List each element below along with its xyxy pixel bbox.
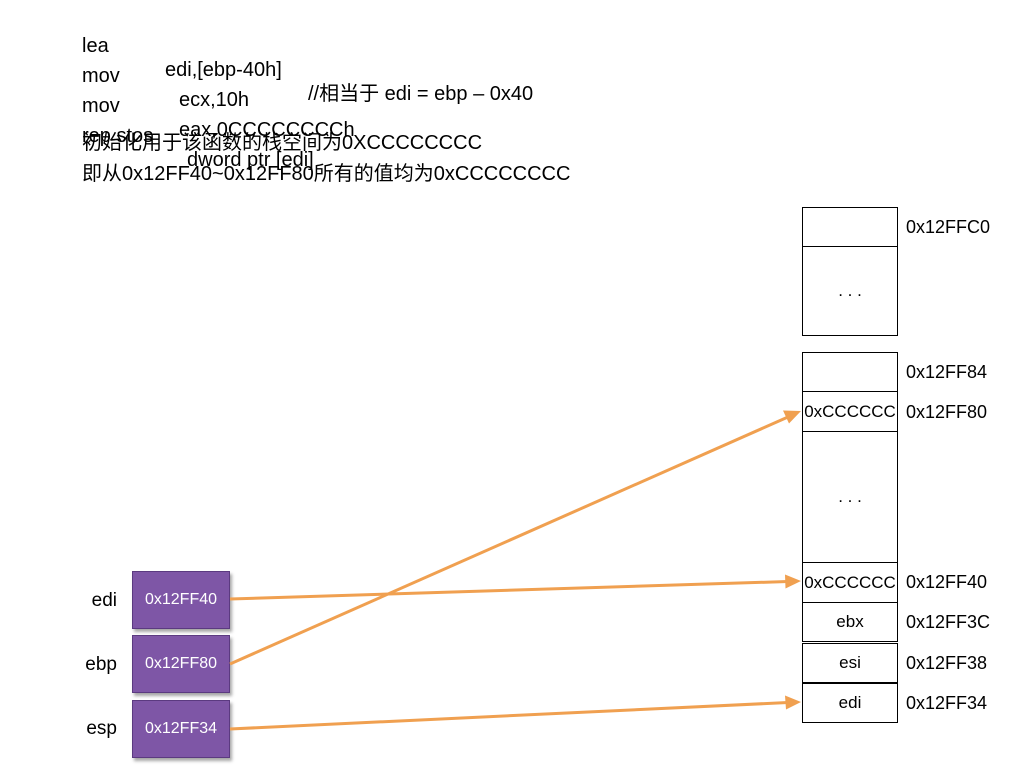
code-op: mov	[82, 95, 120, 117]
note-line: 即从0x12FF40~0x12FF80所有的值均为0xCCCCCCCC	[82, 163, 571, 185]
register-name: esp	[86, 718, 117, 739]
code-args: ecx,10h	[179, 89, 250, 111]
stack-address: 0x12FF40	[906, 572, 988, 592]
code-comment: //相当于 edi = ebp – 0x40	[308, 83, 534, 105]
arrowhead-esp	[785, 695, 801, 710]
arrowhead-ebp	[783, 410, 801, 424]
stack-address: 0x12FF84	[906, 362, 988, 382]
code-args: eax,0CCCCCCCCh	[179, 119, 355, 141]
stack-cell	[802, 207, 898, 247]
code-op: mov	[82, 65, 120, 87]
code-line: rep stos dword ptr [edi]	[82, 100, 314, 196]
stack-cell: edi	[802, 683, 898, 723]
stack-cell-ellipsis: . . .	[802, 431, 898, 563]
code-op: lea	[82, 35, 109, 57]
register-name: ebp	[85, 654, 117, 675]
register-box-ebp: 0x12FF80	[132, 635, 230, 693]
code-args: dword ptr [edi]	[187, 149, 314, 171]
register-box-edi: 0x12FF40	[132, 571, 230, 629]
code-line: mov eax,0CCCCCCCCh	[82, 70, 355, 166]
stack-cell: 0xCCCCCC	[802, 391, 898, 432]
arrow-edi	[229, 580, 789, 601]
code-line: mov ecx,10h	[82, 40, 249, 136]
stack-cell: ebx	[802, 602, 898, 642]
arrowhead-edi	[785, 574, 801, 589]
code-op: rep stos	[82, 125, 154, 147]
stack-address: 0x12FF3C	[906, 612, 991, 632]
code-line: lea edi,[ebp-40h] //相当于 edi = ebp – 0x40	[82, 10, 533, 130]
register-name: edi	[91, 590, 117, 611]
stack-address: 0x12FFC0	[906, 217, 991, 237]
stack-cell-ellipsis: . . .	[802, 246, 898, 336]
code-args: edi,[ebp-40h]	[165, 59, 282, 81]
note-line: 初始化用于该函数的栈空间为0XCCCCCCCC	[82, 132, 483, 154]
stack-address: 0x12FF34	[906, 693, 988, 713]
stack-address: 0x12FF80	[906, 402, 988, 422]
register-box-esp: 0x12FF34	[132, 700, 230, 758]
arrow-ebp	[229, 415, 789, 666]
stack-address: 0x12FF38	[906, 653, 988, 673]
arrow-esp	[229, 701, 789, 731]
stack-cell: esi	[802, 643, 898, 683]
